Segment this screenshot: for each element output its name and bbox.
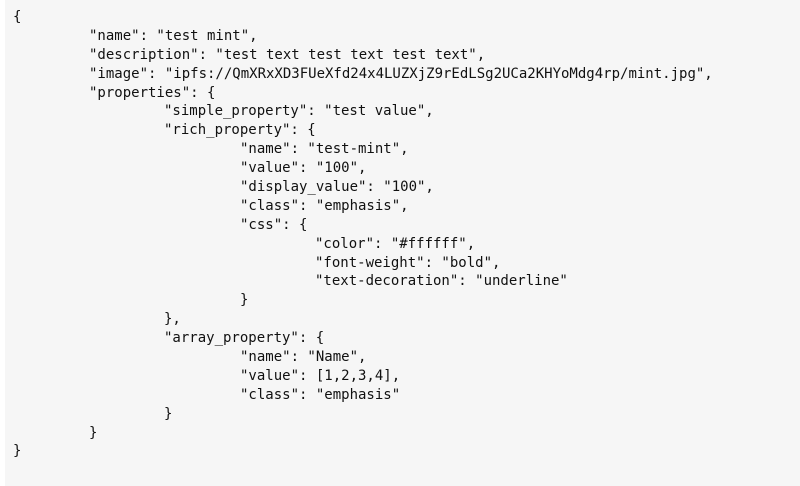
code-line: "display_value": "100", [240,179,434,196]
code-line: }, [164,311,181,328]
code-line: "array_property": { [164,330,325,347]
code-line: "rich_property": { [164,122,316,139]
code-line: } [89,424,98,441]
code-line: "description": "test text test text test… [89,46,486,63]
code-line: "value": [1,2,3,4], [240,367,401,384]
code-line: "css": { [240,216,308,233]
code-line: "simple_property": "test value", [164,103,434,120]
code-line: "properties": { [89,84,216,101]
code-line: "color": "#ffffff", [315,235,476,252]
code-line: "name": "Name", [240,349,367,366]
code-line: "name": "test-mint", [240,141,409,158]
code-line: } [240,292,249,309]
code-line: { [13,9,22,25]
code-line: "value": "100", [240,160,367,177]
code-line: "class": "emphasis" [240,386,401,403]
code-line: "text-decoration": "underline" [315,273,568,290]
code-line: } [164,405,173,422]
code-line: "class": "emphasis", [240,197,409,214]
code-block: { "name": "test mint", "description": "tes… [5,0,800,486]
code-line: "name": "test mint", [89,27,258,44]
code-line: "font-weight": "bold", [315,254,501,271]
code-line: "image": "ipfs://QmXRxXD3FUeXfd24x4LUZXj… [89,65,713,82]
code-line: } [13,443,22,460]
